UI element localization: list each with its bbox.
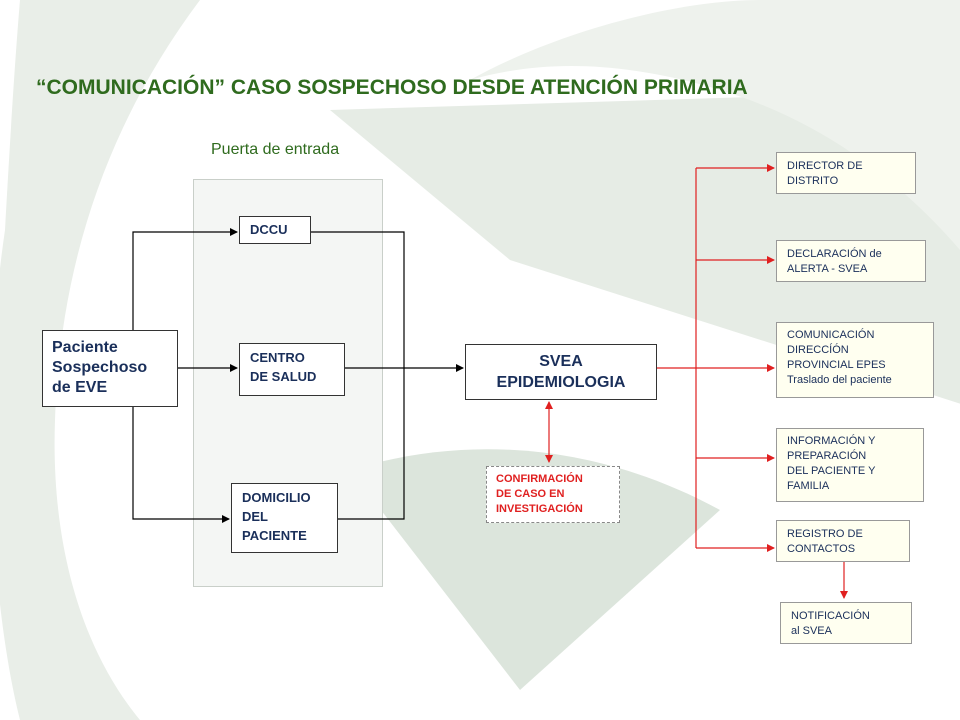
node-paciente-line: de EVE [52, 379, 108, 396]
node-comunicacion-line: Traslado del paciente [787, 374, 892, 386]
node-dccu-label: DCCU [250, 222, 288, 237]
node-comunicacion-line: DIRECCÍÓN [787, 344, 849, 356]
node-domicilio: DOMICILIO DEL PACIENTE [231, 483, 338, 553]
node-comunicacion: COMUNICACIÓN DIRECCÍÓN PROVINCIAL EPES T… [776, 322, 934, 398]
node-registro: REGISTRO DE CONTACTOS [776, 520, 910, 562]
node-paciente-line: Sospechoso [52, 359, 148, 376]
node-comunicacion-line: COMUNICACIÓN [787, 329, 875, 341]
node-svea: SVEA EPIDEMIOLOGIA [465, 344, 657, 400]
node-director-line: DIRECTOR DE [787, 160, 863, 172]
node-paciente: Paciente Sospechoso de EVE [42, 330, 178, 407]
node-domicilio-line: DEL [242, 509, 268, 524]
node-informacion: INFORMACIÓN Y PREPARACIÓN DEL PACIENTE Y… [776, 428, 924, 502]
node-paciente-line: Paciente [52, 339, 118, 356]
node-registro-line: CONTACTOS [787, 543, 856, 555]
node-dccu: DCCU [239, 216, 311, 244]
node-svea-line: SVEA [539, 353, 583, 370]
node-comunicacion-line: PROVINCIAL EPES [787, 359, 886, 371]
node-director: DIRECTOR DE DISTRITO [776, 152, 916, 194]
node-informacion-line: DEL PACIENTE Y [787, 465, 876, 477]
node-registro-line: REGISTRO DE [787, 528, 863, 540]
node-notificacion: NOTIFICACIÓN al SVEA [780, 602, 912, 644]
node-informacion-line: PREPARACIÓN [787, 450, 867, 462]
node-svea-line: EPIDEMIOLOGIA [496, 374, 626, 391]
node-centro-line: DE SALUD [250, 369, 317, 384]
node-declaracion-line: DECLARACIÓN de [787, 248, 882, 260]
node-centro-line: CENTRO [250, 350, 305, 365]
node-domicilio-line: PACIENTE [242, 528, 307, 543]
node-declaracion-line: ALERTA - SVEA [787, 263, 868, 275]
node-confirmacion: CONFIRMACIÓN DE CASO EN INVESTIGACIÓN [486, 466, 620, 523]
node-centro-de-salud: CENTRO DE SALUD [239, 343, 345, 396]
node-notificacion-line: al SVEA [791, 625, 832, 637]
diagram-title: “COMUNICACIÓN” CASO SOSPECHOSO DESDE ATE… [36, 76, 748, 99]
node-director-line: DISTRITO [787, 175, 839, 187]
node-declaracion: DECLARACIÓN de ALERTA - SVEA [776, 240, 926, 282]
node-confirmacion-line: CONFIRMACIÓN [496, 473, 583, 485]
entry-caption: Puerta de entrada [211, 141, 340, 158]
node-confirmacion-line: INVESTIGACIÓN [496, 503, 583, 515]
node-confirmacion-line: DE CASO EN [496, 488, 565, 500]
node-informacion-line: INFORMACIÓN Y [787, 435, 876, 447]
node-informacion-line: FAMILIA [787, 480, 830, 492]
node-notificacion-line: NOTIFICACIÓN [791, 610, 870, 622]
node-domicilio-line: DOMICILIO [242, 490, 311, 505]
